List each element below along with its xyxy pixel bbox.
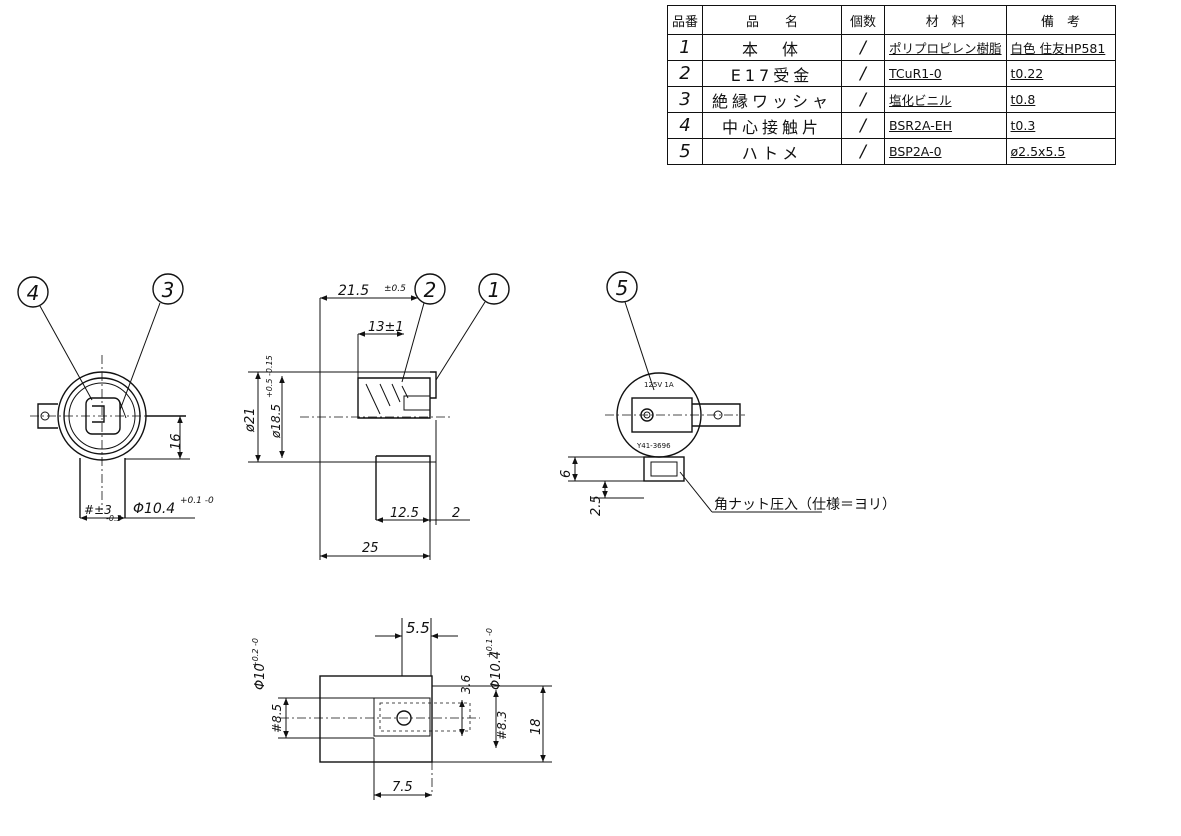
table-row: 3 絶縁ワッシャ / 塩化ビニル t0.8 — [666, 86, 1116, 113]
side-rim — [430, 371, 437, 399]
leader-4 — [39, 305, 93, 401]
side-base-right — [376, 455, 431, 522]
part-qty: / — [841, 34, 886, 61]
dim-bottom-hole-left-label: Φ10 — [253, 663, 268, 690]
part-material: BSP2A-0 — [884, 138, 1007, 165]
dim-front-width-label: #±3 — [84, 503, 112, 517]
dim-rear-a-label: 6 — [559, 470, 574, 478]
part-no: 5 — [666, 138, 704, 165]
part-qty: / — [841, 60, 886, 87]
dim-side-total-label: 21.5 — [338, 283, 369, 299]
leader-2 — [401, 302, 425, 383]
balloon-1 — [478, 273, 510, 305]
dim-side-inner-dia-label: ø18.5 — [269, 404, 283, 439]
part-name: 本 体 — [702, 34, 843, 61]
rear-square-nut — [650, 461, 678, 477]
dim-front-hole-label: Φ10.4 — [133, 501, 175, 517]
balloon-4 — [17, 276, 49, 308]
balloon-2 — [414, 273, 446, 305]
part-name: ハトメ — [702, 138, 843, 165]
table-row: 1 本 体 / ポリプロピレン樹脂 白色 住友HP581 — [666, 34, 1116, 61]
dim-bottom-hole-right-label: Φ10.4 — [489, 651, 504, 690]
balloon-1-label: 1 — [488, 278, 501, 302]
table-row: 4 中心接触片 / BSR2A-EH t0.3 — [666, 112, 1116, 139]
header-part-name: 品 名 — [702, 5, 843, 35]
rear-code: Y41-3696 — [636, 442, 671, 450]
rear-rating: 125V 1A — [644, 381, 674, 389]
side-contact — [403, 395, 431, 411]
table-row: 5 ハトメ / BSP2A-0 ø2.5x5.5 — [666, 138, 1116, 165]
leader-3 — [119, 302, 161, 411]
bottom-hidden-slot — [379, 702, 471, 732]
side-body-top — [357, 377, 431, 419]
part-no: 3 — [666, 86, 704, 113]
bottom-view: 5.5 #8.5 Φ10 +0.2 -0 3.6 #8.3 Φ10.4 +0.1… — [251, 618, 552, 800]
part-name: 絶縁ワッシャ — [702, 86, 843, 113]
part-note: t0.22 — [1005, 60, 1116, 87]
rear-nut-block — [643, 456, 685, 482]
rear-terminal — [692, 403, 741, 427]
dim-side-inner-label: 13±1 — [368, 320, 404, 335]
dim-side-total-tol: ±0.5 — [384, 284, 406, 294]
dim-bottom-left-label: #8.5 — [270, 704, 284, 733]
dim-front-height-label: 16 — [169, 433, 184, 450]
bottom-body — [319, 675, 433, 763]
part-material: TCuR1-0 — [884, 60, 1007, 87]
part-note: t0.8 — [1005, 86, 1116, 113]
dim-side-base-total-label: 25 — [362, 541, 379, 556]
balloon-5-label: 5 — [616, 276, 629, 300]
header-part-no: 品番 — [666, 5, 704, 35]
center-contact-tab — [92, 405, 105, 423]
balloon-3-label: 3 — [162, 278, 175, 302]
part-note: ø2.5x5.5 — [1005, 138, 1116, 165]
side-view: 2 1 21.5 ±0.5 13±1 ø21 ø18.5 +0.5 -0.15 … — [243, 273, 510, 560]
rear-view: 5 125V 1A Y41-3696 6 2.5 角ナット圧入（仕様＝ヨリ） — [559, 271, 896, 516]
dim-front-hole-tol: +0.1 -0 — [180, 496, 214, 506]
part-no: 4 — [666, 112, 704, 139]
table-row: 2 E17受金 / TCuR1-0 t0.22 — [666, 60, 1116, 87]
front-base — [79, 458, 126, 518]
part-qty: / — [841, 138, 886, 165]
dim-side-outer-dia-label: ø21 — [243, 408, 258, 434]
leader-1 — [435, 301, 486, 381]
balloon-5 — [606, 271, 638, 303]
part-material: 塩化ビニル — [884, 86, 1007, 113]
part-name: 中心接触片 — [702, 112, 843, 139]
part-material: BSR2A-EH — [884, 112, 1007, 139]
balloon-2-label: 2 — [424, 278, 437, 302]
header-remarks: 備 考 — [1005, 5, 1116, 35]
contact-stroke — [119, 401, 127, 419]
dim-bottom-hole-right-tol: +0.1 -0 — [485, 628, 494, 658]
dim-rear-b-label: 2.5 — [589, 495, 604, 516]
part-note: 白色 住友HP581 — [1005, 34, 1116, 61]
part-no: 2 — [666, 60, 704, 87]
part-material: ポリプロピレン樹脂 — [884, 34, 1007, 61]
parts-table: 品番 品 名 個数 材 料 備 考 1 本 体 / ポリプロピレン樹脂 白色 住… — [666, 5, 1116, 165]
dim-side-base-a-label: 12.5 — [390, 506, 419, 521]
dim-bottom-base-label: 7.5 — [392, 780, 413, 795]
balloon-3 — [152, 273, 184, 305]
dim-bottom-right-label: #8.3 — [495, 711, 509, 740]
front-view: 4 3 16 #±3 -0.3 Φ10.4 +0.1 -0 — [17, 273, 214, 523]
bottom-recess — [373, 697, 431, 737]
dim-bottom-top-label: 5.5 — [406, 619, 430, 637]
header-material: 材 料 — [884, 5, 1007, 35]
part-no: 1 — [666, 34, 704, 61]
side-hatch — [365, 383, 409, 415]
note-leader — [679, 471, 713, 513]
note-square-nut: 角ナット圧入（仕様＝ヨリ） — [714, 497, 896, 513]
part-name: E17受金 — [702, 60, 843, 87]
dim-side-inner-dia-tol: +0.5 -0.15 — [265, 355, 274, 398]
dim-side-base-b-label: 2 — [452, 506, 460, 521]
dim-bottom-hole-left-tol: +0.2 -0 — [251, 638, 260, 668]
part-note: t0.3 — [1005, 112, 1116, 139]
dim-front-width-tol: -0.3 — [106, 514, 122, 523]
dim-bottom-height-label: 18 — [529, 718, 544, 735]
balloon-4-label: 4 — [27, 281, 40, 305]
dim-bottom-small-label: 3.6 — [459, 675, 473, 694]
leader-5 — [624, 301, 655, 391]
parts-table-header: 品番 品 名 個数 材 料 備 考 — [666, 5, 1116, 35]
